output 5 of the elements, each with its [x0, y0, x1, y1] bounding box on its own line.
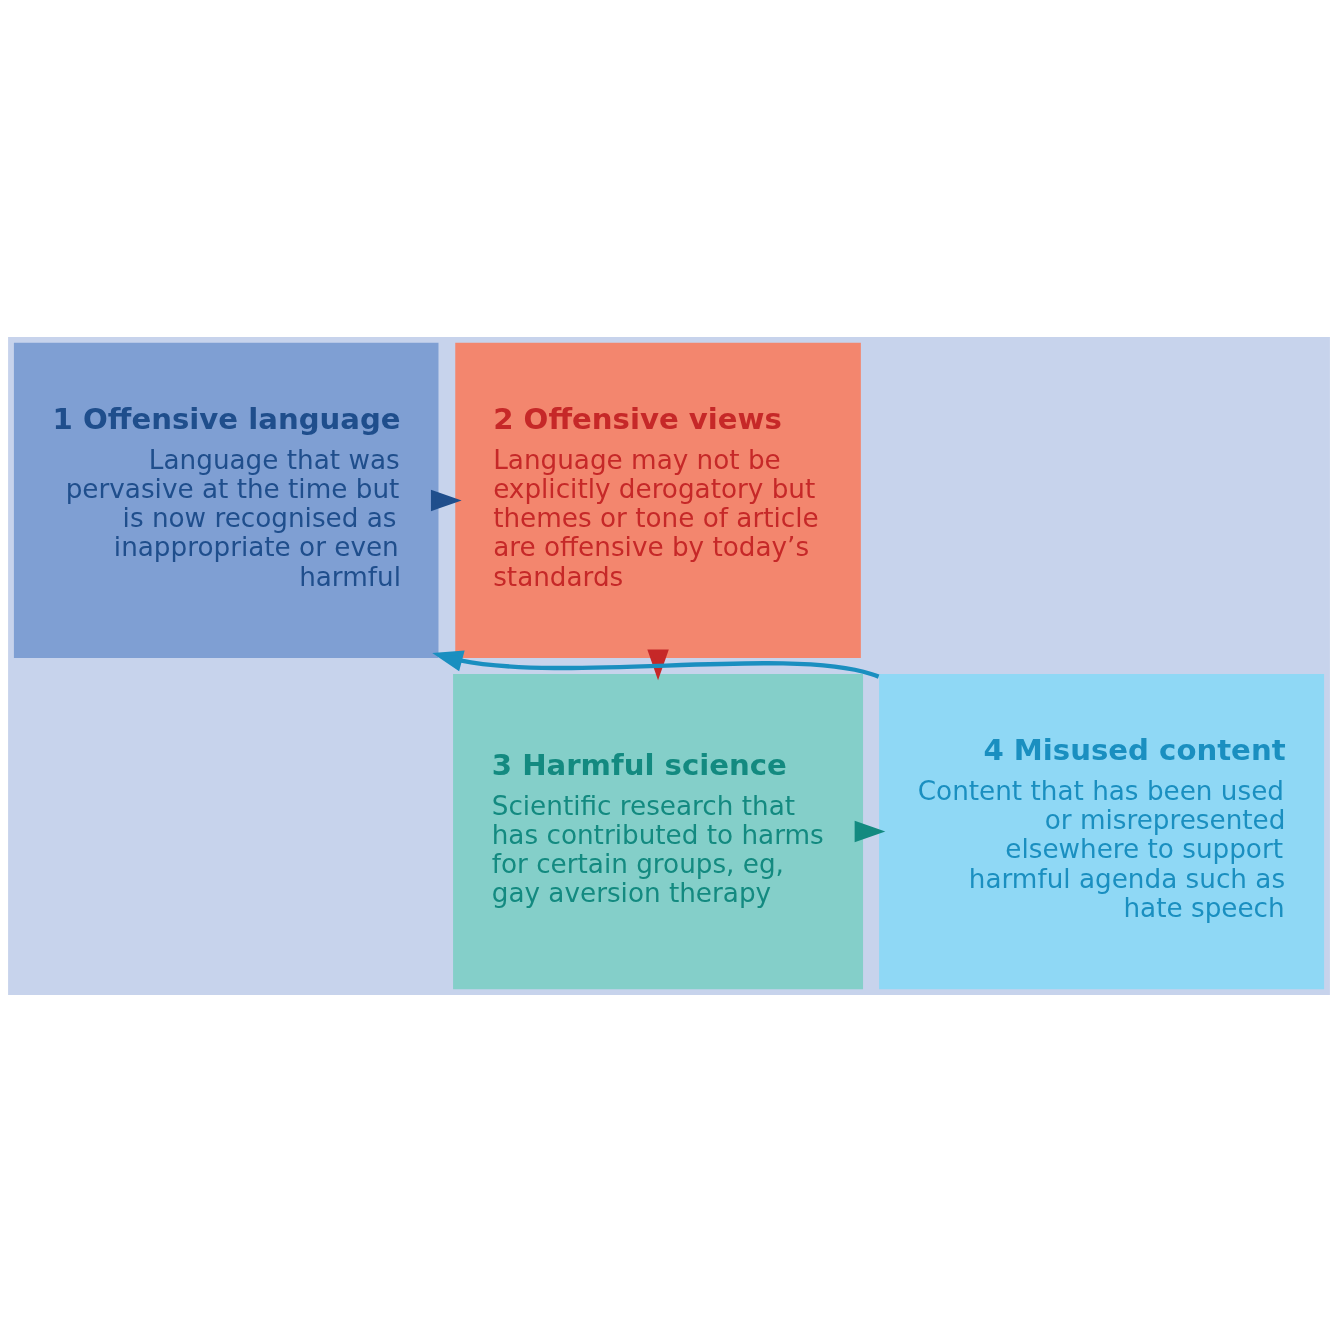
node-box: 4 Misused content Content that has been used or misrepresented elsewhere to support harmful agenda such as hate speech	[879, 674, 1325, 990]
arrow	[432, 650, 880, 679]
arrow	[430, 489, 462, 512]
arrow	[854, 820, 886, 843]
arrow	[647, 649, 669, 681]
